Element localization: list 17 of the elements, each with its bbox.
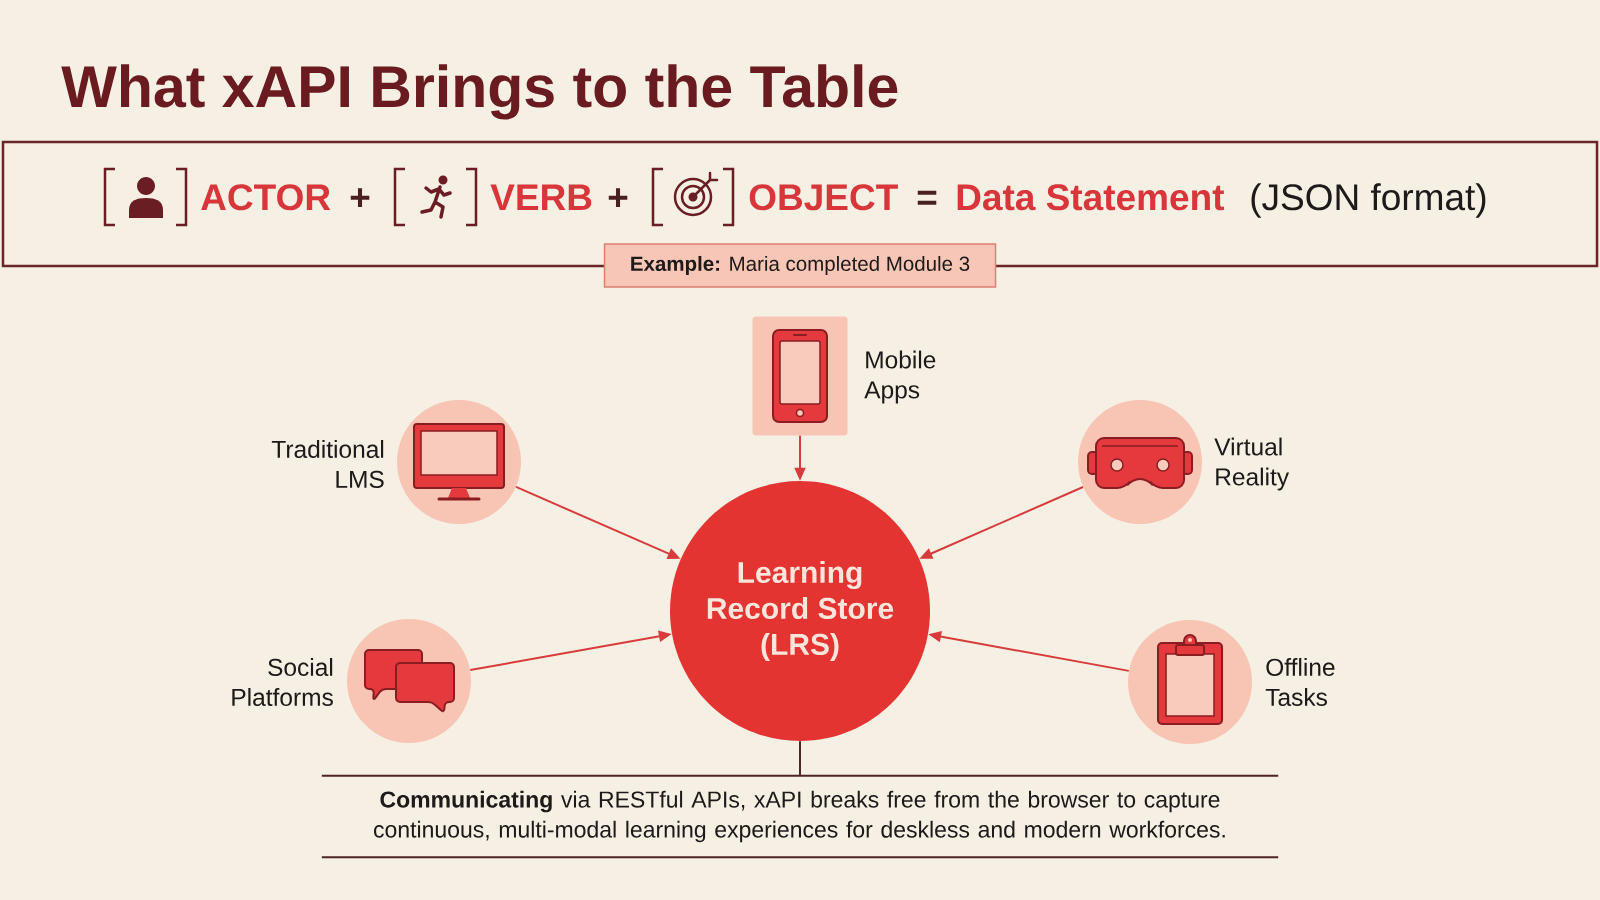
format-note: (JSON format) <box>1251 183 1486 218</box>
equals-sign: = <box>917 190 937 205</box>
formula-term: OBJECT <box>749 184 898 211</box>
node-label: Virtual Reality <box>1214 437 1290 491</box>
node-label: Offline Tasks <box>1265 658 1335 706</box>
node-label: Social Platforms <box>232 658 333 706</box>
formula-term: ACTOR <box>201 184 331 211</box>
plus-sign: + <box>350 188 370 208</box>
formula-term: VERB <box>490 184 592 210</box>
formula-result: Data Statement <box>957 184 1225 211</box>
connector-line <box>799 740 801 777</box>
node-label: Mobile Apps <box>864 350 936 404</box>
plus-sign: + <box>608 188 628 208</box>
example-box: Example: Maria completed Module 3 <box>603 243 997 288</box>
text-band: Communicating via RESTful APIs, xAPI breaks free from the browser to capture continuous, multi-modal learning experiences for deskless and modern workforces. <box>320 774 1280 859</box>
title: What xAPI Brings to the Table <box>61 64 898 120</box>
node-label: Traditional LMS <box>271 440 384 488</box>
